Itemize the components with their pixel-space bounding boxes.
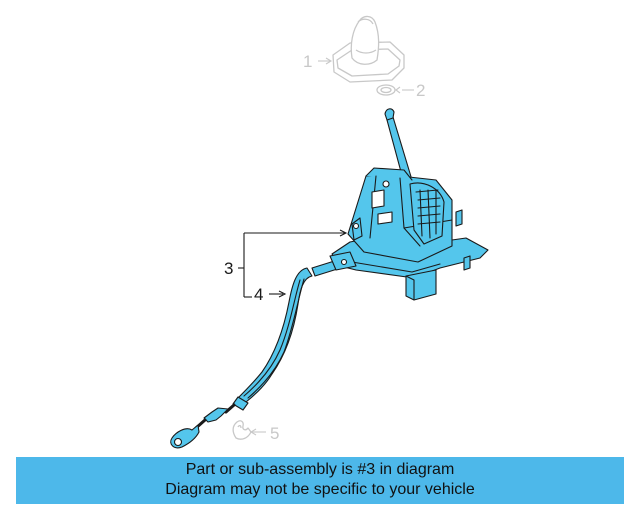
part-4-shift-cable	[170, 257, 348, 449]
part-5-clip	[232, 420, 252, 440]
part-1-shift-boot	[332, 15, 405, 83]
leader-lines	[238, 57, 414, 436]
callout-5: 5	[270, 424, 279, 443]
callout-4: 4	[254, 285, 263, 304]
callout-1: 1	[303, 52, 312, 71]
banner-line-part-note: Part or sub-assembly is #3 in diagram	[185, 461, 455, 478]
banner-line-disclaimer: Diagram may not be specific to your vehi…	[165, 481, 475, 498]
callout-2: 2	[416, 81, 425, 100]
info-banner: Part or sub-assembly is #3 in diagram Di…	[16, 457, 624, 504]
part-3-shifter-assembly	[329, 108, 489, 301]
part-2-grommet	[376, 84, 396, 96]
callout-3: 3	[224, 259, 233, 278]
